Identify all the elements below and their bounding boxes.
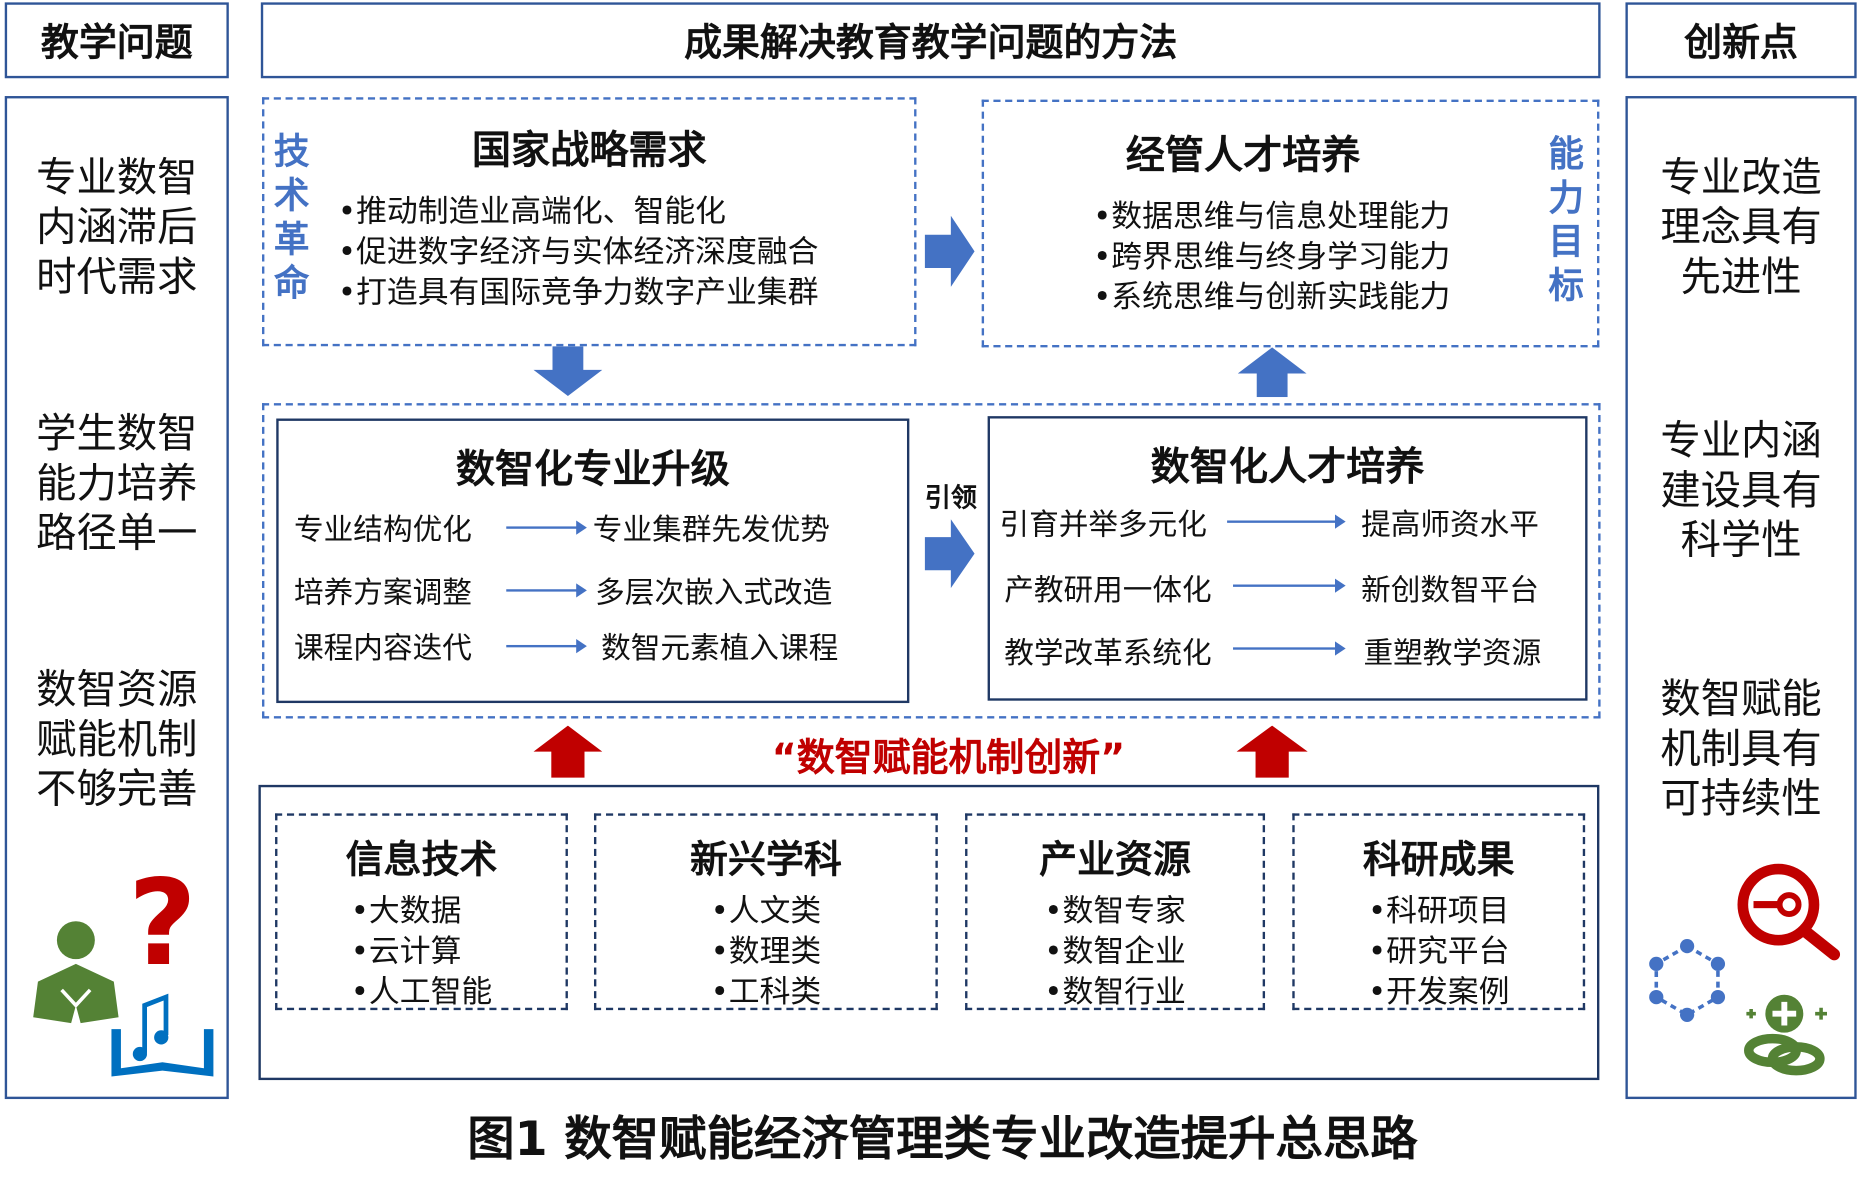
row-from: 产教研用一体化 bbox=[1004, 572, 1212, 608]
header-innovations: 创新点 bbox=[1625, 2, 1857, 79]
row-from: 引育并举多元化 bbox=[999, 507, 1207, 542]
innovation-1: 专业改造 理念具有 先进性 bbox=[1660, 154, 1822, 302]
talent-training-box: 经管人才培养 •数据思维与信息处理能力 •跨界思维与终身学习能力 •系统思维与创… bbox=[981, 99, 1600, 348]
problem-3: 数智资源 赋能机制 不够完善 bbox=[36, 666, 198, 814]
digital-upgrade-container bbox=[262, 403, 1601, 719]
arrow-up-icon bbox=[1237, 347, 1307, 398]
arrow-right-icon bbox=[1227, 514, 1346, 529]
resources-box bbox=[258, 784, 1600, 1081]
resource-card: 科研成果 •科研项目 •研究平台 •开发案例 bbox=[1292, 813, 1586, 1011]
figure-caption: 图1 数智赋能经济管理类专业改造提升总思路 bbox=[467, 1112, 1418, 1167]
student-reading-question-icon: ? bbox=[33, 857, 214, 1077]
mechanism-innovation-label: “数智赋能机制创新” bbox=[771, 735, 1126, 781]
row-to: 数智元素植入课程 bbox=[601, 630, 839, 666]
national-strategy-list: •推动制造业高端化、智能化 •促进数字经济与实体经济深度融合 •打造具有国际竞争… bbox=[338, 192, 819, 313]
red-arrow-up-icon bbox=[533, 725, 603, 778]
talent-cultivation-box: 数智化人才培养 引育并举多元化 提高师资水平 产教研用一体化 新创数智平台 教学… bbox=[987, 416, 1588, 701]
list-item: •人工智能 bbox=[350, 974, 493, 1011]
major-upgrade-box: 数智化专业升级 专业结构优化 专业集群先发优势 培养方案调整 多层次嵌入式改造 … bbox=[276, 418, 910, 704]
resource-card: 产业资源 •数智专家 •数智企业 •数智行业 bbox=[965, 813, 1266, 1011]
list-item: •工科类 bbox=[710, 974, 822, 1011]
list-item: •大数据 bbox=[350, 893, 462, 930]
list-item: •云计算 bbox=[350, 934, 462, 970]
svg-text:?: ? bbox=[128, 857, 197, 992]
resource-title: 科研成果 bbox=[1362, 837, 1515, 883]
talent-training-list: •数据思维与信息处理能力 •跨界思维与终身学习能力 •系统思维与创新实践能力 bbox=[1093, 197, 1450, 318]
row-from: 专业结构优化 bbox=[294, 512, 472, 547]
innovation-3: 数智赋能 机制具有 可持续性 bbox=[1660, 675, 1822, 823]
list-item: •人文类 bbox=[710, 893, 822, 930]
arrow-right-icon bbox=[1233, 578, 1346, 593]
list-item: •促进数字经济与实体经济深度融合 bbox=[337, 234, 819, 271]
resource-card: 信息技术 •大数据 •云计算 •人工智能 bbox=[275, 813, 568, 1011]
list-item: •跨界思维与终身学习能力 bbox=[1093, 239, 1451, 276]
talent-training-title: 经管人才培养 bbox=[1125, 131, 1361, 178]
list-item: •开发案例 bbox=[1367, 974, 1510, 1011]
list-item: •打造具有国际竞争力数字产业集群 bbox=[337, 275, 819, 311]
talent-cultivation-title: 数智化人才培养 bbox=[1150, 443, 1425, 490]
list-item: •数据思维与信息处理能力 bbox=[1093, 199, 1451, 235]
arrow-right-icon bbox=[506, 583, 587, 598]
problem-1: 专业数智 内涵滞后 时代需求 bbox=[36, 154, 198, 302]
innovation-2: 专业内涵 建设具有 科学性 bbox=[1660, 417, 1822, 565]
arrow-down-icon bbox=[533, 346, 603, 396]
national-strategy-box: 技术革命 国家战略需求 •推动制造业高端化、智能化 •促进数字经济与实体经济深度… bbox=[262, 97, 917, 347]
row-from: 培养方案调整 bbox=[294, 575, 472, 610]
problem-2: 学生数智 能力培养 路径单一 bbox=[36, 410, 198, 558]
resource-title: 信息技术 bbox=[345, 837, 498, 883]
list-item: •数理类 bbox=[710, 934, 822, 970]
row-to: 多层次嵌入式改造 bbox=[595, 575, 833, 610]
row-from: 课程内容迭代 bbox=[294, 630, 472, 666]
list-item: •数智行业 bbox=[1044, 974, 1186, 1011]
arrow-right-icon bbox=[506, 520, 587, 535]
key-search-network-link-icon bbox=[1649, 863, 1841, 1076]
list-item: •研究平台 bbox=[1367, 934, 1510, 970]
list-item: •系统思维与创新实践能力 bbox=[1093, 279, 1451, 316]
lead-label: 引领 bbox=[924, 483, 977, 514]
row-to: 专业集群先发优势 bbox=[592, 512, 830, 547]
major-upgrade-title: 数智化专业升级 bbox=[455, 445, 730, 493]
arrow-right-icon bbox=[924, 519, 975, 589]
resource-card: 新兴学科 •人文类 •数理类 •工科类 bbox=[593, 813, 938, 1011]
row-to: 新创数智平台 bbox=[1361, 572, 1539, 608]
resource-title: 新兴学科 bbox=[690, 837, 842, 883]
row-to: 重塑教学资源 bbox=[1363, 635, 1542, 670]
arrow-right-icon bbox=[1233, 641, 1346, 656]
header-problems: 教学问题 bbox=[4, 2, 229, 79]
list-item: •科研项目 bbox=[1367, 893, 1510, 930]
national-strategy-title: 国家战略需求 bbox=[471, 126, 707, 174]
red-arrow-up-icon bbox=[1236, 725, 1308, 778]
row-from: 教学改革系统化 bbox=[1004, 635, 1212, 670]
innovations-column: 专业改造 理念具有 先进性 专业内涵 建设具有 科学性 数智赋能 机制具有 可持… bbox=[1625, 96, 1857, 1100]
resource-title: 产业资源 bbox=[1039, 837, 1191, 883]
arrow-right-icon bbox=[506, 639, 587, 654]
arrow-right-icon bbox=[924, 215, 975, 287]
header-methods: 成果解决教育教学问题的方法 bbox=[260, 2, 1601, 79]
list-item: •推动制造业高端化、智能化 bbox=[337, 194, 726, 231]
list-item: •数智专家 bbox=[1044, 893, 1186, 930]
problems-column: 专业数智 内涵滞后 时代需求 学生数智 能力培养 路径单一 数智资源 赋能机制 … bbox=[4, 96, 229, 1100]
row-to: 提高师资水平 bbox=[1361, 507, 1539, 542]
list-item: •数智企业 bbox=[1044, 934, 1186, 970]
side-label-tech-revolution: 技术革命 bbox=[273, 131, 310, 305]
side-label-ability-goal: 能力目标 bbox=[1548, 133, 1584, 308]
